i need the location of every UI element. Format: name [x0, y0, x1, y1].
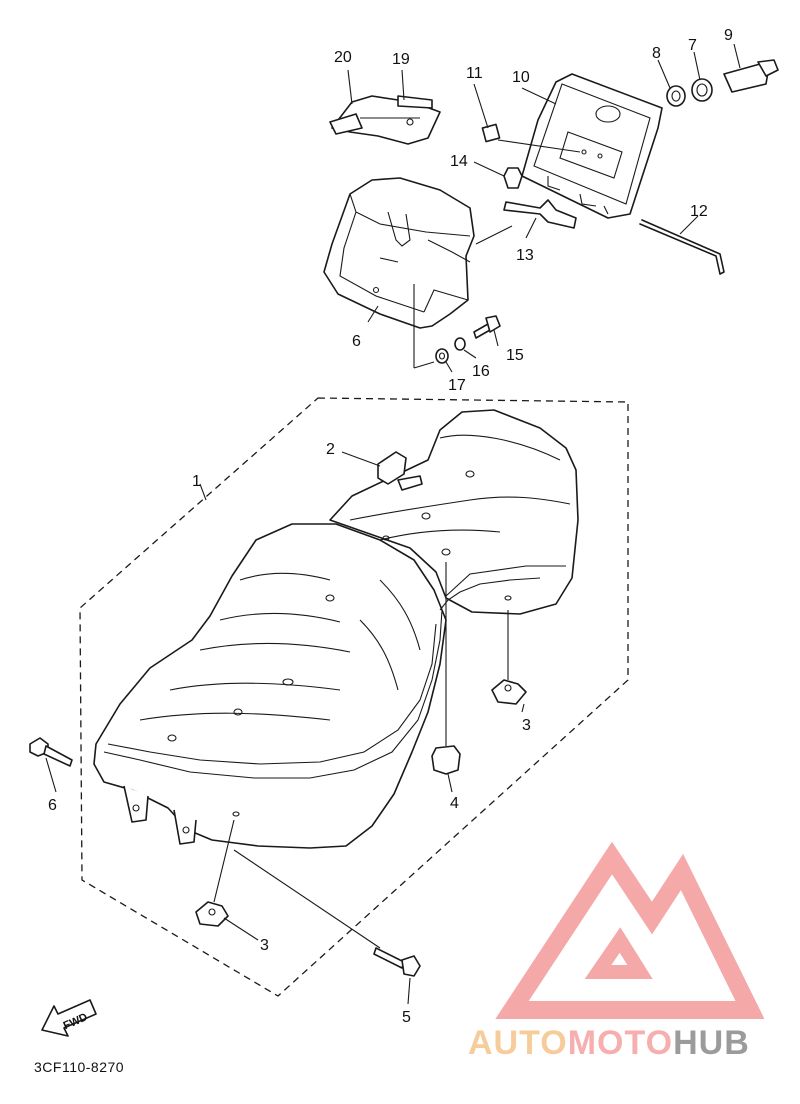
automotohub-watermark: AUTOMOTOHUB [468, 841, 765, 1062]
part-label-4: 4 [450, 795, 459, 812]
watermark-text-auto: AUTO [468, 1024, 568, 1062]
part-label-7: 6 [352, 333, 361, 350]
mount-plate-illustration-left [195, 901, 229, 927]
part-label-12: 11 [466, 65, 483, 82]
part-label-14: 13 [516, 247, 534, 264]
watermark-text-hub: HUB [673, 1024, 750, 1062]
part-label-15: 14 [450, 153, 468, 170]
bolt-5-illustration [373, 947, 421, 977]
bracket-illustration [503, 199, 577, 229]
part-2-illustration [377, 451, 423, 491]
seat-cover-box-illustration [323, 177, 475, 329]
part-label-3-right: 3 [522, 717, 531, 734]
part-label-6: 6 [48, 797, 57, 814]
part-label-1: 1 [192, 473, 201, 490]
mount-plate-hole-right [504, 684, 512, 692]
seat-illustration [93, 409, 579, 849]
part-label-11: 10 [512, 69, 530, 86]
rod-illustration [639, 219, 725, 275]
fastener-set-illustration [435, 315, 501, 364]
part-label-20: 20 [334, 49, 352, 66]
part-label-19: 19 [392, 51, 410, 68]
part-label-13: 12 [690, 203, 708, 220]
damper-illustration [431, 745, 461, 775]
watermark-logo-mark [495, 841, 765, 1019]
storage-tray-illustration [521, 73, 663, 219]
seat-assembly-boundary [79, 397, 629, 997]
part-label-8: 7 [688, 37, 697, 54]
seat-strap-illustration [329, 95, 441, 145]
part-label-3-left: 3 [260, 937, 269, 954]
mount-plate-hole-left [208, 908, 216, 916]
watermark-text: AUTOMOTOHUB [468, 1024, 750, 1062]
watermark-text-moto: MOTO [568, 1024, 673, 1062]
part-label-5: 5 [402, 1009, 411, 1026]
part-label-18: 17 [448, 377, 466, 394]
part-12-illustration [481, 123, 501, 143]
part-label-16: 15 [506, 347, 524, 364]
part-label-17: 16 [472, 363, 490, 380]
bolt-6-illustration [29, 737, 73, 767]
mount-plate-illustration-right [491, 679, 527, 705]
part-label-2: 2 [326, 441, 335, 458]
part-label-10: 9 [724, 27, 733, 44]
lock-assembly-illustration [666, 59, 779, 107]
part-15-illustration [503, 167, 523, 189]
forward-direction-arrow: FWD [41, 999, 97, 1037]
diagram-code: 3CF110-8270 [34, 1059, 124, 1075]
part-label-9: 8 [652, 45, 661, 62]
leader-lines [45, 43, 741, 1005]
part-labels: 20 19 11 10 8 7 9 14 12 13 6 15 16 17 2 … [48, 27, 733, 1026]
